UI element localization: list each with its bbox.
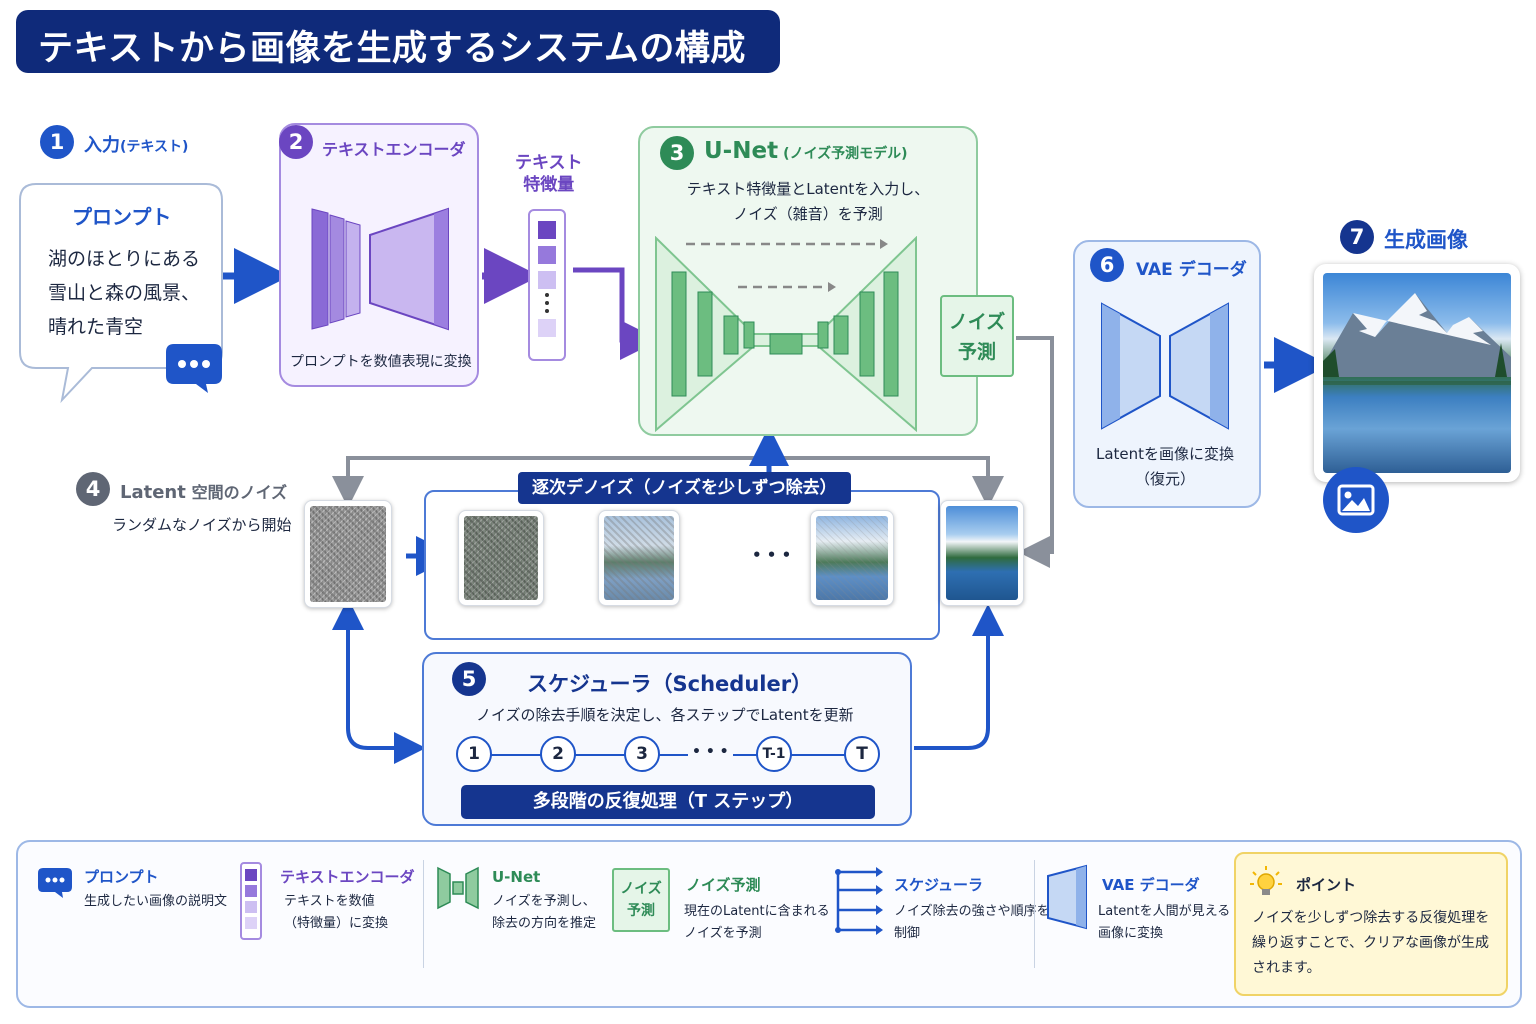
legend-prompt-text: 生成したい画像の説明文 (84, 894, 228, 909)
generated-image-card (1314, 264, 1520, 482)
step2-title: テキストエンコーダ (322, 140, 466, 159)
scheduler-step-3: 3 (624, 736, 660, 772)
legend-vae-icon (1047, 864, 1087, 930)
image-icon (1323, 467, 1389, 533)
step3-number: 3 (660, 136, 694, 170)
scheduler-step-line (474, 754, 864, 756)
legend-scheduler-text: ノイズ除去の強さや順序を 制御 (894, 904, 1050, 941)
legend-encoder-icon (240, 862, 262, 940)
legend-encoder-title: テキストエンコーダ (280, 868, 415, 886)
lightbulb-icon (1250, 866, 1282, 895)
unet-architecture-icon (655, 236, 917, 432)
legend-divider-1 (423, 860, 424, 968)
chat-icon (166, 344, 222, 393)
step5-description: ノイズの除去手順を決定し、各ステップでLatentを更新 (476, 706, 854, 724)
arrow-noise-to-latent (1016, 336, 1054, 568)
legend-vae-text: Latentを人間が見える 画像に変換 (1098, 904, 1231, 941)
legend-vae-title: VAE デコーダ (1102, 876, 1200, 894)
scheduler-step-1: 1 (456, 736, 492, 772)
generated-image (1323, 273, 1511, 473)
features-label: テキスト 特徴量 (515, 153, 583, 195)
denoised-latent-image (940, 500, 1024, 606)
step5-title: スケジューラ（Scheduler） (527, 672, 813, 696)
noise-prediction-box: ノイズ 予測 (940, 295, 1014, 377)
step4-number: 4 (76, 472, 110, 506)
legend-divider-2 (1034, 860, 1035, 968)
step5-number: 5 (452, 662, 486, 696)
legend-point-box (1234, 852, 1508, 996)
step1-number: 1 (40, 125, 74, 159)
legend-unet-text: ノイズを予測し、 除去の方向を推定 (492, 894, 597, 931)
scheduler-right-loop (914, 604, 1004, 750)
legend-prompt-title: プロンプト (84, 868, 159, 886)
scheduler-step-dots: • • • (688, 744, 733, 760)
legend-unet-title: U-Net (492, 868, 541, 886)
feature-vector (528, 209, 566, 361)
step2-number: 2 (279, 125, 313, 159)
step6-number: 6 (1090, 248, 1124, 282)
legend-scheduler-icon (835, 867, 883, 935)
prompt-text: 湖のほとりにある 雪山と森の風景、 晴れた青空 (48, 248, 201, 338)
legend-noise-icon: ノイズ 予測 (612, 868, 670, 932)
step4-title: Latent 空間のノイズ (120, 482, 288, 503)
step3-title: U-Net (ノイズ予測モデル) (704, 138, 908, 164)
scheduler-banner: 多段階の反復処理（T ステップ） (461, 785, 875, 819)
denoise-image-2 (598, 510, 680, 606)
step7-title: 生成画像 (1384, 228, 1468, 252)
legend-noise-title: ノイズ予測 (686, 876, 761, 894)
step2-caption: プロンプトを数値表現に変換 (290, 354, 472, 370)
scheduler-left-loop (346, 624, 426, 764)
page-title: テキストから画像を生成するシステムの構成 (38, 29, 746, 69)
legend-chat-icon (38, 868, 72, 898)
title-bar (16, 10, 780, 73)
arrow-features-to-unet (573, 267, 660, 360)
legend-unet-icon (437, 866, 479, 910)
scheduler-step-t: T (844, 736, 880, 772)
legend-encoder-text: テキストを数値 （特徴量）に変換 (284, 894, 389, 931)
step6-caption: Latentを画像に変換 （復元） (1095, 445, 1235, 488)
prompt-bubble-title: プロンプト (72, 205, 172, 229)
step6-title: VAE デコーダ (1136, 260, 1247, 280)
loop-top-line (346, 456, 990, 490)
step1-title: 入力(テキスト) (84, 135, 189, 156)
step7-number: 7 (1340, 220, 1374, 254)
latent-noise-image (304, 500, 392, 608)
denoise-label: 逐次デノイズ（ノイズを少しずつ除去） (518, 472, 851, 504)
step4-description: ランダムなノイズから開始 (112, 516, 292, 534)
legend-scheduler-title: スケジューラ (894, 876, 983, 894)
denoise-image-3 (810, 510, 894, 606)
vae-decoder-icon (1101, 302, 1229, 430)
step3-description: テキスト特徴量とLatentを入力し、 ノイズ（雑音）を予測 (686, 180, 930, 223)
denoise-image-1 (458, 510, 544, 606)
legend-noise-text: 現在のLatentに含まれる ノイズを予測 (684, 904, 830, 941)
legend-point-title: ポイント (1296, 876, 1357, 894)
scheduler-step-t-minus-1: T-1 (756, 736, 792, 772)
scheduler-step-2: 2 (540, 736, 576, 772)
encoder-icon (311, 207, 449, 331)
legend-point-text: ノイズを少しずつ除去する反復処理を 繰り返すことで、クリアな画像が生成 されます… (1252, 910, 1490, 976)
denoise-ellipsis: • • • (752, 546, 792, 564)
